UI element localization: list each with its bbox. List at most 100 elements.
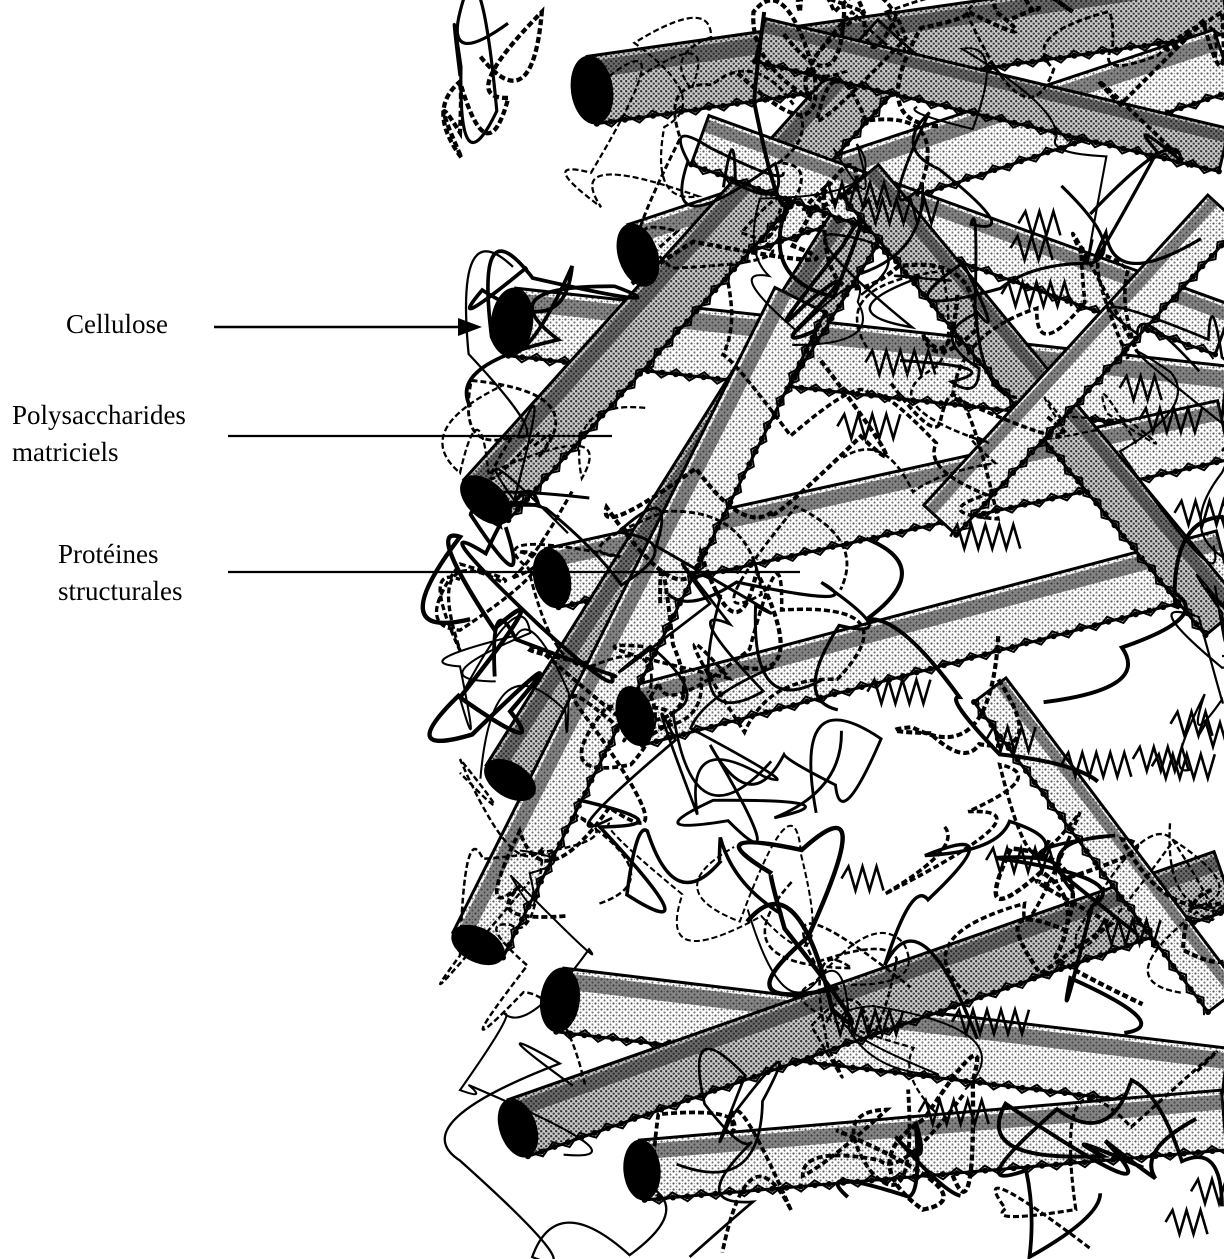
fiber-bead [866, 256, 872, 262]
fiber-bead [1005, 985, 1011, 991]
fiber-bead [1038, 439, 1044, 445]
fiber-bead [1062, 1090, 1068, 1096]
fiber-bead [547, 357, 553, 363]
fiber-bead [845, 1041, 851, 1047]
polysaccharide-strand [578, 800, 783, 915]
fiber-bead [953, 532, 959, 538]
fiber-bead [533, 356, 539, 362]
fiber-bead [632, 1116, 638, 1122]
fiber-bead [938, 1008, 944, 1014]
fiber-bead [778, 398, 784, 404]
fiber-bead [1102, 511, 1108, 517]
fiber-bead [608, 119, 614, 125]
fiber-bead [1064, 630, 1070, 636]
fiber-bead [1175, 599, 1181, 605]
fiber-bead [653, 738, 659, 744]
fiber-bead [1188, 986, 1194, 992]
fiber-bead [734, 487, 740, 493]
fiber-bead [1216, 168, 1222, 174]
fiber-bead [797, 360, 803, 366]
fiber-bead [650, 113, 656, 119]
fiber-bead [1023, 640, 1029, 646]
fiber-bead [991, 1082, 997, 1088]
fiber-bead [534, 486, 540, 492]
fiber-bead [1029, 59, 1035, 65]
fiber-bead [844, 141, 850, 147]
fiber-bead [562, 454, 568, 460]
fiber-bead [746, 461, 752, 467]
fiber-bead [565, 1139, 571, 1145]
proteines-text-line1: Protéines [58, 536, 182, 573]
fiber-bead [816, 322, 822, 328]
fiber-bead [984, 113, 990, 119]
fiber-bead [1010, 470, 1016, 476]
fiber-bead [809, 335, 815, 341]
fiber-bead [914, 669, 920, 675]
fiber-bead [1160, 604, 1166, 610]
fiber-bead [836, 215, 842, 221]
fiber-bead [916, 97, 922, 103]
fiber-bead [831, 1046, 837, 1052]
fiber-bead [694, 308, 700, 314]
fiber-bead [605, 1125, 611, 1131]
fiber-bead [1031, 976, 1037, 982]
fiber-bead [826, 388, 832, 394]
structural-protein-coil [837, 414, 900, 438]
fiber-bead [777, 706, 783, 712]
fiber-bead [715, 525, 721, 531]
fiber-bead [965, 999, 971, 1005]
fiber-bead [1077, 490, 1083, 496]
fiber-bead [779, 65, 785, 71]
fiber-bead [941, 662, 947, 668]
fiber-bead [1205, 1009, 1211, 1015]
fiber-bead [977, 1080, 983, 1086]
fiber-bead [799, 385, 805, 391]
fiber-bead [753, 449, 759, 455]
fiber-bead [1039, 1163, 1045, 1169]
fiber-bead [875, 236, 881, 242]
fiber-bead [1093, 139, 1099, 145]
fiber-bead [1076, 1092, 1082, 1098]
fiber-bead [734, 101, 740, 107]
fiber-bead [636, 115, 642, 121]
fiber-bead [1011, 1165, 1017, 1171]
fiber-bead [1025, 123, 1031, 129]
fiber-bead [1199, 263, 1205, 269]
fiber-bead [715, 376, 721, 382]
fiber-bead [557, 841, 563, 847]
fiber-bead [515, 507, 521, 513]
fiber-bead [804, 699, 810, 705]
fiber-bead [978, 172, 984, 178]
fiber-bead [883, 1176, 889, 1182]
fiber-bead [822, 1061, 828, 1067]
fiber-bead [971, 699, 977, 705]
fiber-bead [1036, 499, 1042, 505]
fiber-bead [929, 101, 935, 107]
fiber-bead [926, 523, 932, 529]
fiber-bead [706, 105, 712, 111]
fiber-bead [791, 1060, 797, 1066]
fiber-bead [1071, 141, 1077, 147]
fiber-bead [740, 474, 746, 480]
fiber-bead [920, 291, 926, 297]
fiber-bead [609, 402, 615, 408]
fiber-bead [1193, 621, 1199, 627]
fiber-bead [759, 436, 765, 442]
fiber-bead [836, 303, 842, 309]
fiber-bead [524, 496, 530, 502]
fiber-bead [664, 111, 670, 117]
fiber-bead [638, 1039, 644, 1045]
fiber-bead [543, 475, 549, 481]
fiber-bead [1179, 975, 1185, 981]
cellulose-text: Cellulose [66, 306, 168, 343]
fiber-bead [1173, 468, 1179, 474]
structural-protein-coil [1152, 754, 1215, 778]
fiber-bead [1020, 460, 1026, 466]
fiber-bead [646, 360, 652, 366]
fiber-bead [1048, 1088, 1054, 1094]
fiber-bead [692, 107, 698, 113]
fiber-bead [982, 501, 988, 507]
fiber-bead [875, 88, 881, 94]
fiber-bead [805, 1055, 811, 1061]
polysaccharide-strand [608, 823, 813, 946]
